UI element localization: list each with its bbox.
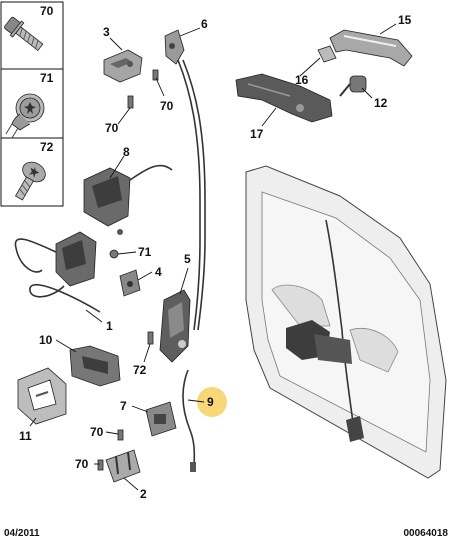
callout-4: 4	[155, 265, 162, 279]
legend-label-71: 71	[40, 71, 54, 85]
legend-label-70: 70	[40, 4, 54, 18]
callout-6: 6	[201, 17, 208, 31]
part-11-handle-bezel	[17, 367, 67, 425]
part-3-bracket	[103, 49, 143, 83]
part-2-striker	[105, 449, 141, 483]
part-17-handle-carrier	[235, 73, 333, 123]
fastener-legend: 70 71 72	[0, 1, 64, 207]
screw-71	[109, 249, 119, 259]
part-12-lock-cylinder	[339, 75, 367, 97]
part-5-lock-mechanism	[159, 289, 191, 363]
callout-71: 71	[138, 245, 152, 259]
part-10-interior-handle	[69, 345, 121, 387]
screw-70-c	[117, 429, 124, 441]
callout-16: 16	[295, 73, 309, 87]
callout-labels: 3 6 15 16 70 12 17 70 8 71 5 4 1 10 72 9…	[19, 13, 412, 501]
callout-8: 8	[123, 145, 130, 159]
callout-70-c: 70	[90, 425, 104, 439]
screw-72	[147, 331, 154, 345]
callout-70-b: 70	[105, 121, 119, 135]
legend-label-72: 72	[40, 140, 54, 154]
screw-71-icon	[5, 93, 45, 139]
part-15-exterior-handle	[329, 29, 413, 67]
part-7-plate	[145, 401, 177, 437]
callout-72: 72	[133, 363, 147, 377]
callout-2: 2	[140, 487, 147, 501]
part-6-release-rod	[164, 29, 206, 331]
callout-17: 17	[250, 127, 264, 141]
screw-70-d	[97, 459, 104, 471]
bolt-70-icon	[4, 16, 44, 51]
callout-7: 7	[120, 399, 127, 413]
callout-1: 1	[106, 319, 113, 333]
screw-70-b	[152, 69, 159, 81]
highlight-9	[197, 387, 227, 417]
callout-5: 5	[184, 252, 191, 266]
callout-9: 9	[207, 395, 214, 409]
footer-reference: 00064018	[403, 528, 449, 539]
callout-15: 15	[398, 13, 412, 27]
screw-70-a	[127, 95, 134, 109]
part-4-bracket	[119, 269, 141, 297]
callout-3: 3	[103, 25, 110, 39]
part-8-lock	[83, 164, 173, 235]
rear-door-panel	[245, 165, 447, 479]
part-16-handle-cap	[317, 45, 337, 63]
callout-70-d: 70	[75, 457, 89, 471]
part-9-cable	[182, 369, 196, 472]
leader-lines	[29, 23, 397, 491]
part-1-rear-lock	[14, 231, 101, 313]
callout-12: 12	[374, 96, 388, 110]
callout-70-a: 70	[160, 99, 174, 113]
callout-10: 10	[39, 333, 53, 347]
screw-72-icon	[14, 161, 46, 201]
footer-date: 04/2011	[4, 528, 40, 539]
callout-11: 11	[19, 429, 32, 443]
